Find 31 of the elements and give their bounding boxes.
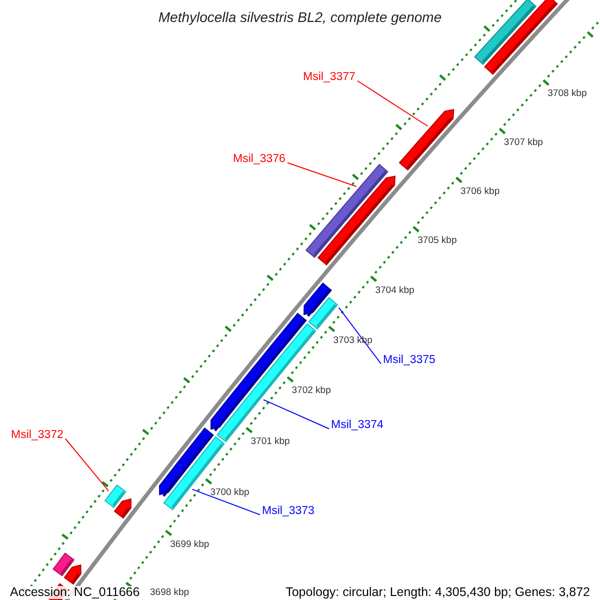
title: Methylocella silvestris BL2, complete genome	[158, 10, 442, 24]
gene-bar	[484, 0, 558, 75]
leader-line	[338, 307, 382, 364]
accession-text: Accession: NC_011666	[8, 586, 142, 598]
gene-bar	[64, 564, 82, 585]
leader-line	[64, 438, 110, 492]
leader-line	[262, 399, 330, 430]
scale-label: 3700 kbp	[210, 488, 250, 498]
scale-label: 3701 kbp	[250, 436, 290, 446]
scale-label: 3705 kbp	[418, 236, 457, 246]
scale-label: 3704 kbp	[375, 286, 414, 295]
leader-line	[192, 488, 260, 516]
gene-bar	[308, 297, 338, 330]
gene-label: Msil_3374	[331, 420, 384, 432]
gene-label: Msil_3373	[262, 506, 314, 518]
gene-label: Msil_3375	[383, 355, 436, 366]
scale-label: 3702 kbp	[292, 386, 331, 396]
gene-bar	[317, 176, 396, 266]
scale-label: 3706 kbp	[460, 186, 500, 196]
gene-label: Msil_3372	[11, 430, 64, 442]
scale-label: 3698 kbp	[150, 588, 190, 598]
gene-label: Msil_3377	[303, 72, 356, 84]
scale-label: 3707 kbp	[504, 138, 543, 148]
gene-label: Msil_3376	[233, 154, 286, 166]
scale-label: 3699 kbp	[170, 540, 210, 550]
leader-line	[356, 80, 428, 127]
leader-line	[286, 162, 357, 187]
gene-bar	[398, 109, 454, 171]
gene-bar	[114, 498, 132, 519]
scale-label: 3708 kbp	[548, 89, 587, 99]
genome-info-text: Topology: circular; Length: 4,305,430 bp; Genes: 3,872	[284, 586, 592, 598]
